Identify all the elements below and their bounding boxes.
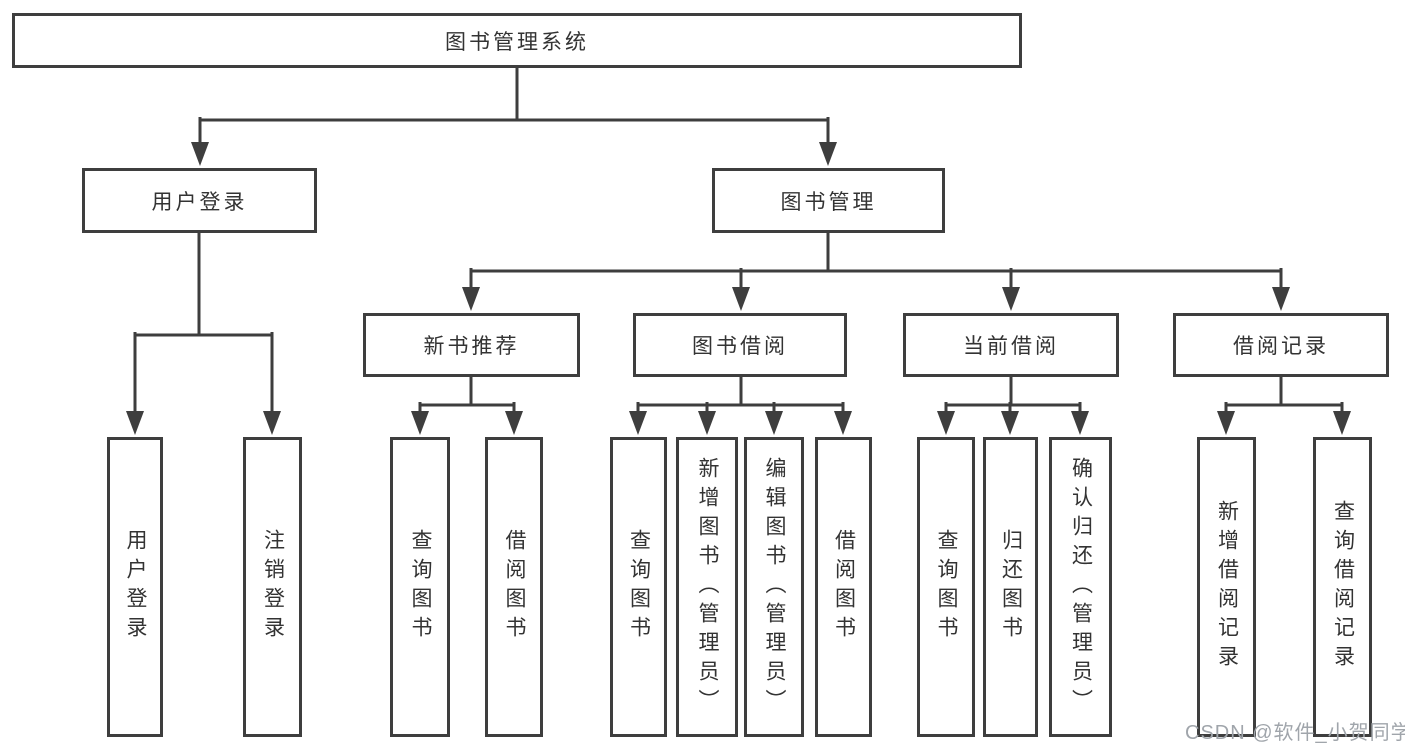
leaf-cb-return-books: 归还图书	[983, 437, 1038, 737]
node-book-borrow: 图书借阅	[633, 313, 847, 377]
leaf-bb-borrow-books-label: 借阅图书	[832, 529, 856, 645]
node-current-borrow-label: 当前借阅	[963, 335, 1059, 358]
leaf-bb-query-books-label: 查询图书	[627, 529, 651, 645]
node-root: 图书管理系统	[12, 13, 1022, 68]
leaf-br-query-record-label: 查询借阅记录	[1331, 500, 1355, 674]
arrowheads	[126, 142, 1351, 435]
leaf-br-add-record: 新增借阅记录	[1197, 437, 1256, 737]
leaf-cb-confirm-return-admin: 确认归还（管理员）	[1049, 437, 1112, 737]
watermark-text: CSDN @软件_小贺同学	[1185, 722, 1405, 744]
leaf-logout: 注销登录	[243, 437, 302, 737]
leaf-user-login: 用户登录	[107, 437, 163, 737]
node-book-borrow-label: 图书借阅	[692, 335, 788, 358]
leaf-nb-query-books-label: 查询图书	[409, 529, 432, 645]
node-user-login-label: 用户登录	[151, 190, 248, 214]
leaf-bb-query-books: 查询图书	[610, 437, 667, 737]
node-borrow-records-label: 借阅记录	[1233, 335, 1329, 358]
node-borrow-records: 借阅记录	[1173, 313, 1389, 377]
leaf-logout-label: 注销登录	[261, 529, 285, 645]
node-book-management-label: 图书管理	[780, 190, 877, 214]
leaf-user-login-label: 用户登录	[124, 529, 147, 645]
leaf-bb-add-books-admin-label: 新增图书（管理员）	[696, 456, 719, 718]
leaf-cb-confirm-return-admin-label: 确认归还（管理员）	[1069, 456, 1093, 718]
node-root-label: 图书管理系统	[445, 30, 589, 54]
leaf-bb-borrow-books: 借阅图书	[815, 437, 872, 737]
leaf-bb-edit-books-admin: 编辑图书（管理员）	[744, 437, 804, 737]
leaf-br-add-record-label: 新增借阅记录	[1215, 500, 1239, 674]
leaf-cb-return-books-label: 归还图书	[999, 529, 1023, 645]
leaf-cb-query-books: 查询图书	[917, 437, 975, 737]
leaf-cb-query-books-label: 查询图书	[935, 529, 958, 645]
leaf-nb-borrow-books: 借阅图书	[485, 437, 543, 737]
leaf-nb-borrow-books-label: 借阅图书	[503, 529, 526, 645]
node-book-management: 图书管理	[712, 168, 945, 233]
leaf-nb-query-books: 查询图书	[390, 437, 450, 737]
node-new-book-recommend: 新书推荐	[363, 313, 580, 377]
node-new-book-recommend-label: 新书推荐	[423, 335, 520, 358]
leaf-br-query-record: 查询借阅记录	[1313, 437, 1372, 737]
node-current-borrow: 当前借阅	[903, 313, 1119, 377]
leaf-bb-edit-books-admin-label: 编辑图书（管理员）	[763, 456, 786, 718]
node-user-login: 用户登录	[82, 168, 317, 233]
leaf-bb-add-books-admin: 新增图书（管理员）	[676, 437, 738, 737]
